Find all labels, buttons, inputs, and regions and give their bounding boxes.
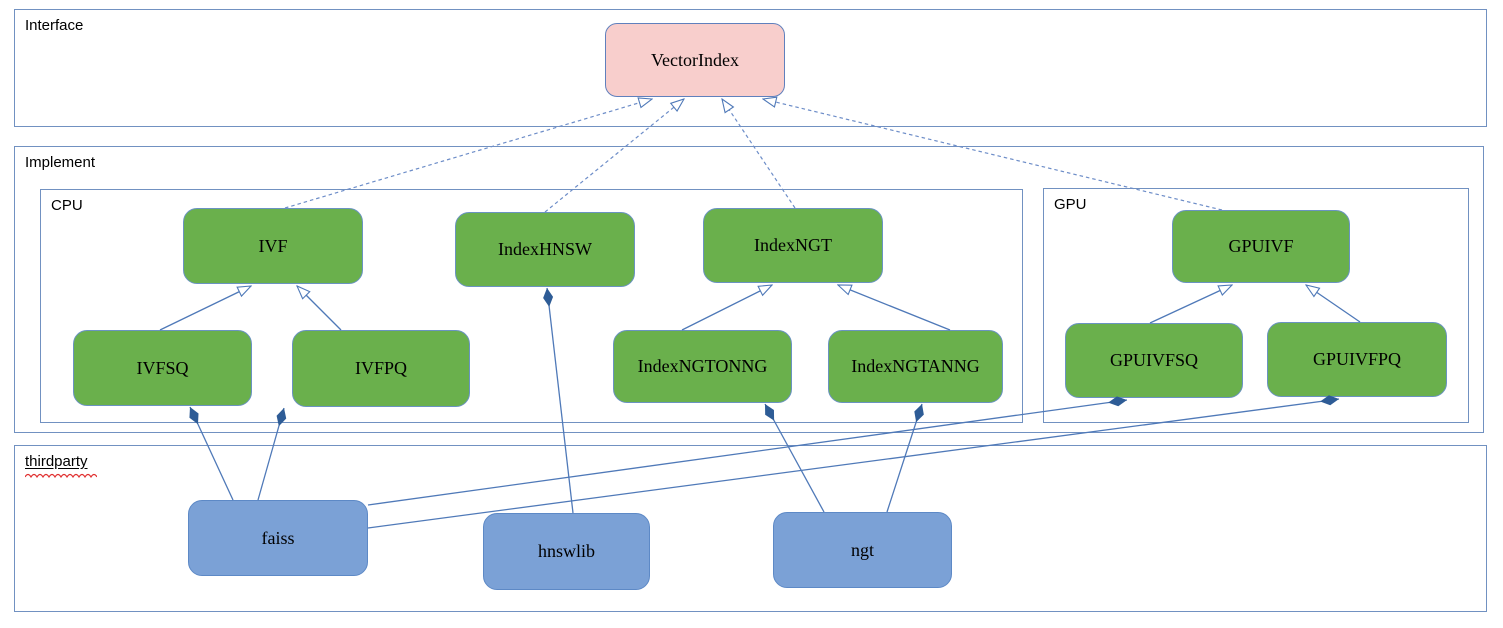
spellcheck-wavy-underline: [25, 473, 97, 479]
node-label-ivfsq: IVFSQ: [136, 357, 189, 378]
node-ivfsq[interactable]: IVFSQ: [73, 330, 252, 406]
container-label-cpu: CPU: [51, 197, 83, 214]
node-label-gpuivfsq: GPUIVFSQ: [1109, 350, 1199, 370]
node-ivf[interactable]: IVF: [183, 208, 363, 284]
node-gpuivfsq[interactable]: GPUIVFSQ: [1065, 323, 1243, 398]
container-label-gpu: GPU: [1054, 196, 1087, 213]
container-label-interface: Interface: [25, 17, 84, 34]
node-label-gpuivfpq: GPUIVFPQ: [1312, 349, 1402, 369]
node-label-indexngtanng: IndexNGTANNG: [851, 356, 980, 376]
node-indexngt[interactable]: IndexNGT: [703, 208, 883, 283]
container-label-thirdparty: thirdparty: [25, 453, 88, 470]
node-label-indexngt: IndexNGT: [754, 235, 832, 255]
node-label-ivfpq: IVFPQ: [354, 358, 407, 378]
node-indexngtonng[interactable]: IndexNGTONNG: [613, 330, 792, 403]
node-hnswlib[interactable]: hnswlib: [483, 513, 650, 590]
node-vectorindex[interactable]: VectorIndex: [605, 23, 785, 97]
node-gpuivfpq[interactable]: GPUIVFPQ: [1267, 322, 1447, 397]
node-label-faiss: faiss: [261, 527, 295, 548]
node-faiss[interactable]: faiss: [188, 500, 368, 576]
node-label-ivf: IVF: [258, 235, 288, 256]
container-label-implement: Implement: [25, 154, 96, 171]
node-gpuivf[interactable]: GPUIVF: [1172, 210, 1350, 283]
node-label-ngt: ngt: [850, 539, 874, 560]
node-indexhnsw[interactable]: IndexHNSW: [455, 212, 635, 287]
node-label-hnswlib: hnswlib: [537, 541, 595, 561]
node-label-indexhnsw: IndexHNSW: [498, 239, 592, 259]
node-indexngtanng[interactable]: IndexNGTANNG: [828, 330, 1003, 403]
node-label-indexngtonng: IndexNGTONNG: [637, 356, 768, 376]
node-label-gpuivf: GPUIVF: [1228, 236, 1294, 256]
node-ivfpq[interactable]: IVFPQ: [292, 330, 470, 407]
node-ngt[interactable]: ngt: [773, 512, 952, 588]
node-label-vectorindex: VectorIndex: [651, 49, 739, 70]
